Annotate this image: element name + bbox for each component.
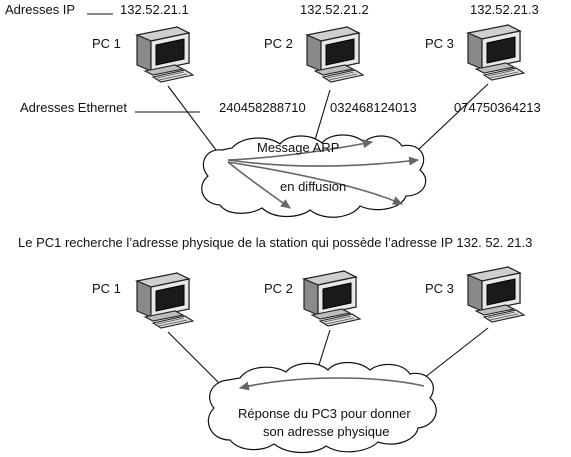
pc1-link <box>167 85 223 159</box>
pc1-label-bottom: PC 1 <box>92 281 121 296</box>
reply-label-line1: Réponse du PC3 pour donner <box>238 406 411 421</box>
pc2-ip-address: 132.52.21.2 <box>300 2 369 17</box>
ip-address-label: Adresses IP <box>5 2 75 17</box>
pc1-link-bottom <box>167 331 229 393</box>
pc1-label: PC 1 <box>92 36 121 51</box>
pc3-ethernet-address: 074750364213 <box>454 100 541 115</box>
pc2-label-bottom: PC 2 <box>264 281 293 296</box>
broadcast-arrow-icon <box>227 161 291 209</box>
reply-arrow-icon <box>238 377 425 391</box>
pc3-link-bottom <box>423 327 489 379</box>
pc2-ethernet-address: 032468124013 <box>330 100 417 115</box>
broadcast-label: en diffusion <box>280 179 346 194</box>
pc3-ip-address: 132.52.21.3 <box>470 2 539 17</box>
pc2-label: PC 2 <box>264 36 293 51</box>
arp-message-label: Message ARP <box>257 140 339 155</box>
pc1-computer-icon <box>136 26 194 83</box>
pc2-computer-icon <box>303 270 361 327</box>
broadcast-arrow-icon <box>227 139 374 161</box>
pc1-ethernet-address: 240458288710 <box>219 100 306 115</box>
network-cloud-icon <box>201 134 427 218</box>
ethernet-address-label: Adresses Ethernet <box>20 100 127 115</box>
pc2-link-bottom <box>317 329 331 369</box>
pc2-computer-icon <box>306 26 364 83</box>
network-cloud-icon <box>207 361 437 454</box>
pc3-label: PC 3 <box>425 36 454 51</box>
broadcast-arrow-icon <box>227 161 404 205</box>
pc3-computer-icon <box>467 266 525 323</box>
broadcast-arrow-icon <box>227 156 420 167</box>
pc1-computer-icon <box>136 272 194 329</box>
pc3-link <box>417 83 489 151</box>
reply-label-line2: son adresse physique <box>263 424 389 439</box>
pc1-ip-address: 132.52.21.1 <box>120 2 189 17</box>
diagram-caption: Le PC1 recherche l’adresse physique de l… <box>18 235 532 250</box>
pc3-computer-icon <box>467 24 525 81</box>
pc3-label-bottom: PC 3 <box>425 281 454 296</box>
